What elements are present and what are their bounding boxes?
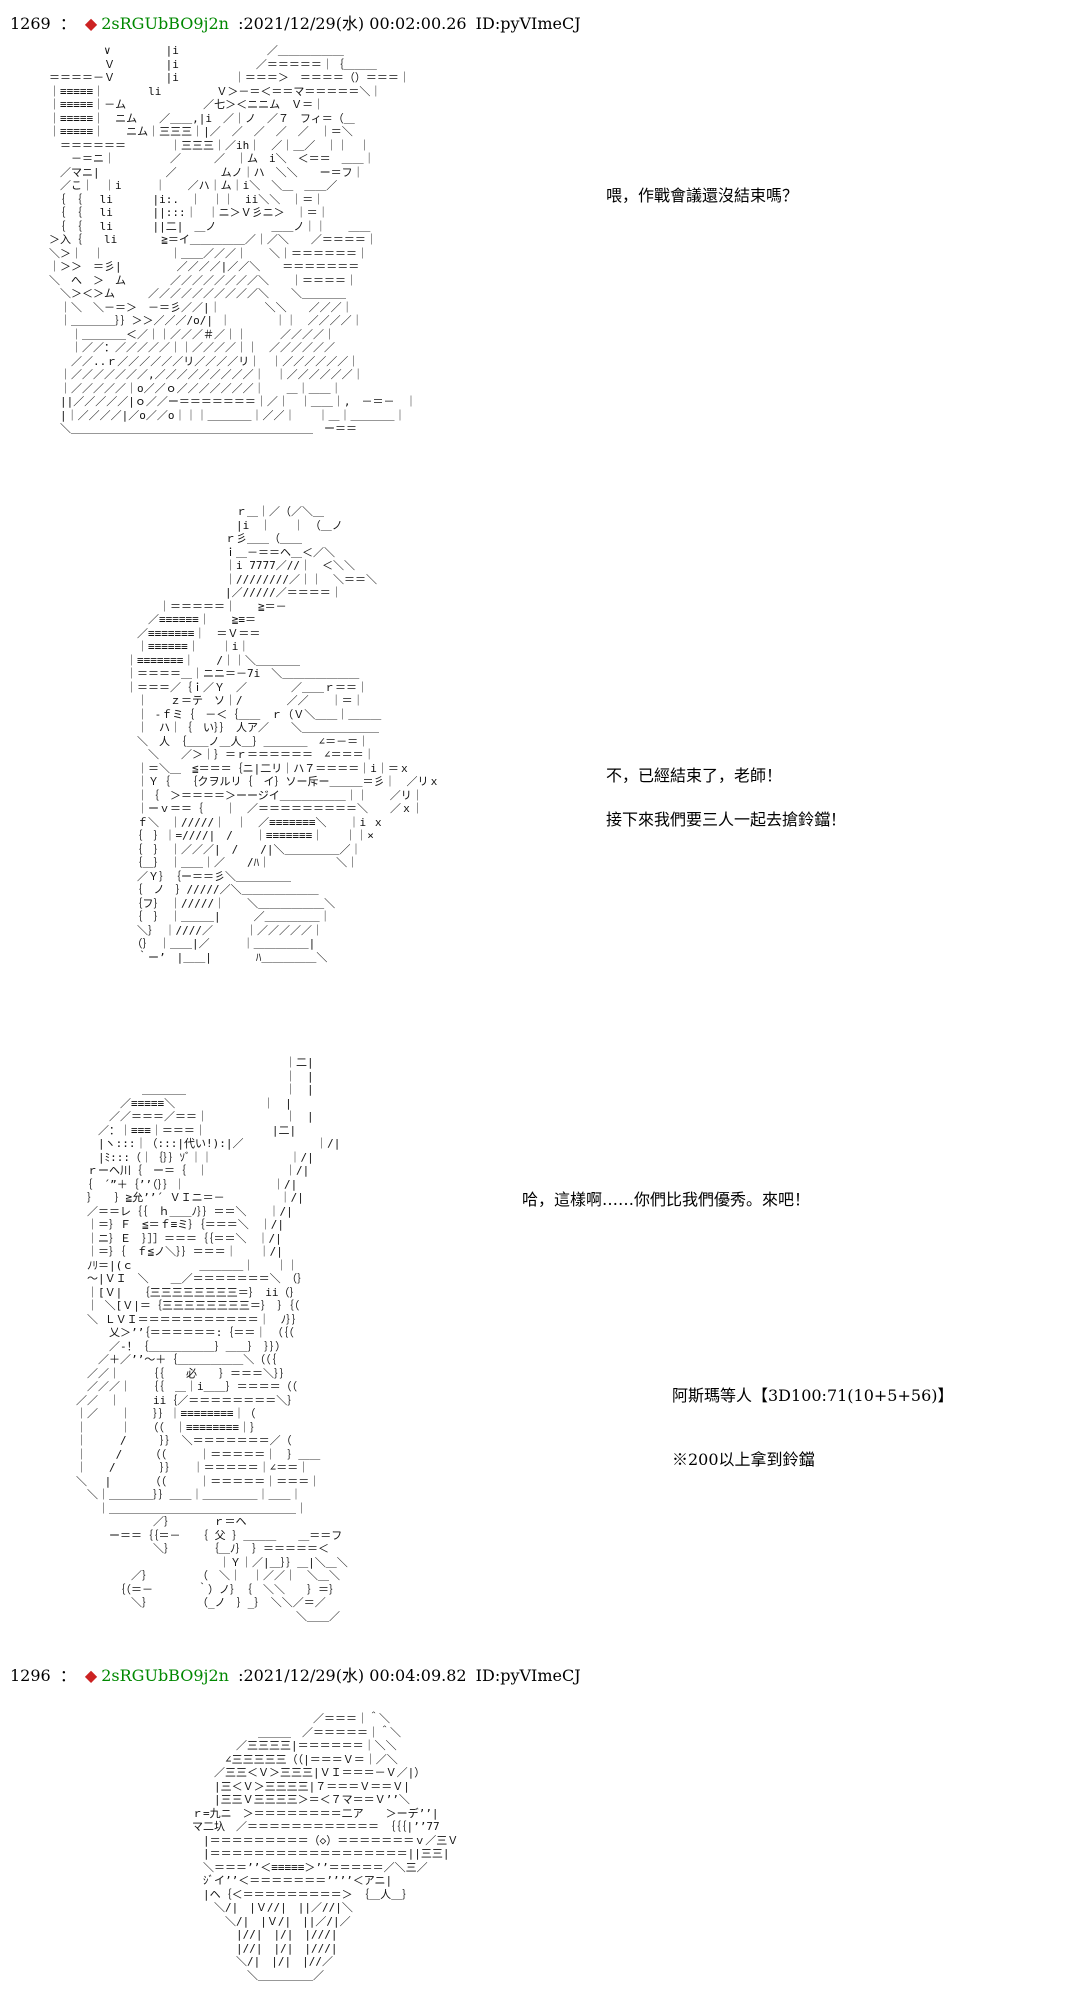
- post-datetime: :2021/12/29(水) 00:02:00.26: [238, 14, 467, 33]
- ascii-art-figure-4: ／＝＝＝｜＾＼ ＿＿＿ ／＝＝＝＝＝｜＾＼ ／三三三三|＝＝＝＝＝＝｜＼＼ ∠三…: [191, 1712, 459, 1982]
- dialogue-line-1: 喂，作戰會議還沒結束嗎？: [606, 186, 799, 205]
- post-header-1269: 1269 ： ◆2sRGUbBO9j2n :2021/12/29(水) 00:0…: [10, 10, 585, 34]
- post-datetime: :2021/12/29(水) 00:04:09.82: [238, 1666, 467, 1685]
- tripcode-name: 2sRGUbBO9j2n: [101, 14, 229, 33]
- dice-roll-note: ※200以上拿到鈴鐺: [672, 1450, 815, 1469]
- dice-roll-result: 阿斯瑪等人【3D100:71(10+5+56)】: [672, 1386, 954, 1405]
- tripcode-name: 2sRGUbBO9j2n: [101, 1666, 229, 1685]
- post-id: ID:pyVImeCJ: [475, 14, 581, 33]
- post-header-1296: 1296 ： ◆2sRGUbBO9j2n :2021/12/29(水) 00:0…: [10, 1662, 585, 1686]
- post-separator: ：: [59, 1666, 76, 1685]
- dialogue-line-2: 不，已經結束了，老師！: [606, 766, 783, 785]
- dialogue-line-4: 哈，這樣啊……你們比我們優秀。來吧！: [522, 1190, 811, 1209]
- ascii-art-figure-3: ｜二| ｜ | ＿＿＿＿ ｜ | ／≡≡≡≡≡＼ ｜ | ／／＝＝＝／＝＝｜ ｜…: [75, 1056, 348, 1623]
- dialogue-line-3: 接下來我們要三人一起去搶鈴鐺！: [606, 810, 847, 829]
- ascii-art-figure-1: ∨ |i ／＿＿＿＿＿＿ Ｖ |i ／＝＝＝＝＝｜｛＿＿＿ ＝＝＝＝－Ｖ |i …: [48, 44, 417, 435]
- ascii-art-figure-2: ｒ＿｜／（／＼＿ |i ｜ ｜ （＿ノ ｒ彡＿＿（＿＿ ｉ＿－＝＝ヘ＿＜／＼ ｜…: [125, 505, 440, 964]
- post-separator: ：: [59, 14, 76, 33]
- post-id: ID:pyVImeCJ: [475, 1666, 581, 1685]
- post-number: 1296: [10, 1666, 51, 1685]
- post-number: 1269: [10, 14, 51, 33]
- tripcode-diamond-icon: ◆: [84, 14, 98, 33]
- tripcode-diamond-icon: ◆: [84, 1666, 98, 1685]
